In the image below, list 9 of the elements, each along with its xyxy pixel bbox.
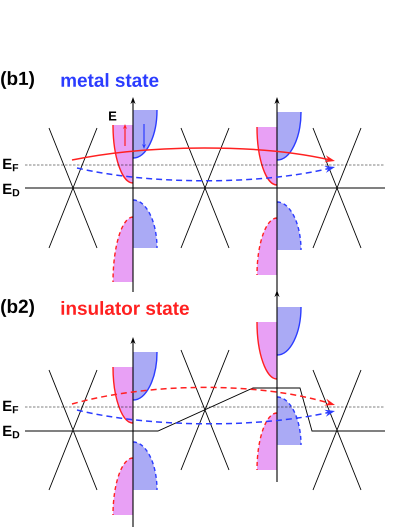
axis-label: E xyxy=(109,112,116,120)
panel-label: (b1) xyxy=(1,71,34,89)
energy-level-label: E$_{F}$ xyxy=(3,400,18,414)
state-heading: metal state xyxy=(61,73,158,87)
energy-level-label: E$_{D}$ xyxy=(3,184,20,196)
state-heading: insulator state xyxy=(62,301,189,315)
panel-label: (b2) xyxy=(1,299,34,317)
energy-level-label: E$_{D}$ xyxy=(3,426,20,438)
energy-level-label: E$_{F}$ xyxy=(3,158,18,172)
